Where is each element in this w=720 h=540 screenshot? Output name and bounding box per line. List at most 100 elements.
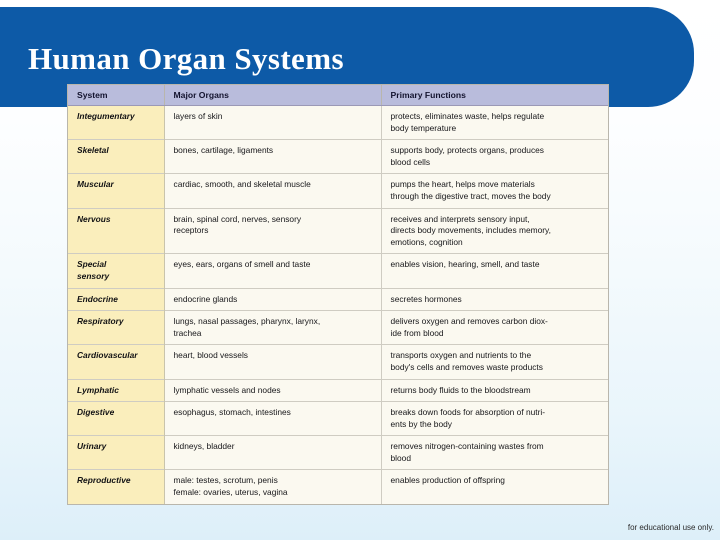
column-header-organs: Major Organs xyxy=(164,85,382,106)
table-row: Endocrine endocrine glands secretes hormon… xyxy=(68,287,608,311)
cell-major-organs: heart, blood vessels xyxy=(164,344,382,379)
column-header-functions: Primary Functions xyxy=(381,85,608,106)
cell-system: Skeletal xyxy=(68,139,165,174)
cell-line: body's cells and removes waste products xyxy=(390,361,543,372)
cell-line: female: ovaries, uterus, vagina xyxy=(173,487,288,498)
cell-line: delivers oxygen and removes carbon diox- xyxy=(390,316,548,327)
cell-major-organs: endocrine glands xyxy=(164,287,382,311)
cell-primary-functions: enables production of offspring xyxy=(381,469,608,504)
cell-primary-functions: receives and interprets sensory input,di… xyxy=(381,207,608,254)
cell-line: supports body, protects organs, produces xyxy=(390,145,544,156)
table-row: Urinary kidneys, bladder removes nitrogen-… xyxy=(68,435,608,470)
cell-line: endocrine glands xyxy=(173,293,238,304)
cell-line: cardiac, smooth, and skeletal muscle xyxy=(173,179,311,190)
cell-line: directs body movements, includes memory, xyxy=(390,225,551,236)
table-row: Digestive esophagus, stomach, intestines b… xyxy=(68,401,608,436)
cell-line: trachea xyxy=(173,327,202,338)
cell-system: Reproductive xyxy=(68,469,165,504)
cell-system: Integumentary xyxy=(68,104,165,140)
cell-system: Cardiovascular xyxy=(68,344,165,379)
cell-line: layers of skin xyxy=(173,111,223,121)
table-header: System Major Organs Primary Functions xyxy=(68,85,608,106)
cell-line: bones, cartilage, ligaments xyxy=(173,145,274,156)
cell-system: Urinary xyxy=(68,435,165,470)
table-row: Integumentary layers of skin protects, eli… xyxy=(68,104,608,140)
cell-line: Integumentary xyxy=(77,111,135,121)
cell-major-organs: lymphatic vessels and nodes xyxy=(164,378,382,402)
table-header-row: System Major Organs Primary Functions xyxy=(68,85,608,106)
cell-line: eyes, ears, organs of smell and taste xyxy=(173,259,311,270)
cell-major-organs: eyes, ears, organs of smell and taste xyxy=(164,253,382,289)
table-row: Skeletal bones, cartilage, ligaments suppo… xyxy=(68,139,608,174)
cell-line: lungs, nasal passages, pharynx, larynx, xyxy=(173,316,321,327)
cell-line: kidneys, bladder xyxy=(173,441,235,452)
column-header-system: System xyxy=(68,85,165,106)
cell-line: Urinary xyxy=(77,441,107,452)
table-body: Integumentary layers of skin protects, eli… xyxy=(68,104,608,504)
table-row: Lymphatic lymphatic vessels and nodes retu… xyxy=(68,378,608,402)
page-title: Human Organ Systems xyxy=(28,41,344,76)
footer-note: for educational use only. xyxy=(627,523,714,532)
cell-line: body temperature xyxy=(390,122,457,133)
cell-line: ide from blood xyxy=(390,327,444,338)
cell-line: heart, blood vessels xyxy=(173,350,249,361)
cell-primary-functions: supports body, protects organs, produces… xyxy=(381,139,608,174)
cell-line: male: testes, scrotum, penis xyxy=(173,475,278,486)
cell-system: Endocrine xyxy=(68,287,165,311)
cell-system: Respiratory xyxy=(68,310,165,345)
cell-line: Digestive xyxy=(77,407,115,418)
cell-line: blood cells xyxy=(390,156,431,167)
cell-line: enables production of offspring xyxy=(390,475,505,486)
cell-line: esophagus, stomach, intestines xyxy=(173,407,291,418)
cell-primary-functions: delivers oxygen and removes carbon diox-… xyxy=(381,310,608,345)
cell-major-organs: esophagus, stomach, intestines xyxy=(164,401,382,436)
cell-line: secretes hormones xyxy=(390,293,462,304)
cell-system: Lymphatic xyxy=(68,378,165,402)
cell-line: Skeletal xyxy=(77,145,109,156)
cell-major-organs: cardiac, smooth, and skeletal muscle xyxy=(164,173,382,209)
cell-line: sensory xyxy=(77,270,110,281)
cell-major-organs: kidneys, bladder xyxy=(164,435,382,470)
cell-line: protects, eliminates waste, helps regula… xyxy=(390,111,545,121)
cell-line: breaks down foods for absorption of nutr… xyxy=(390,407,546,418)
cell-system: Nervous xyxy=(68,207,165,254)
cell-line: lymphatic vessels and nodes xyxy=(173,384,281,395)
cell-line: Nervous xyxy=(77,213,111,224)
cell-system: Digestive xyxy=(68,401,165,436)
cell-line: Reproductive xyxy=(77,475,131,486)
cell-primary-functions: enables vision, hearing, smell, and tast… xyxy=(381,253,608,289)
cell-system: Muscular xyxy=(68,173,165,209)
cell-line: blood xyxy=(390,452,412,463)
cell-line: receptors xyxy=(173,225,209,236)
cell-line: Respiratory xyxy=(77,316,124,327)
table-row: Nervous brain, spinal cord, nerves, senso… xyxy=(68,207,608,254)
cell-line: Special xyxy=(77,259,107,270)
cell-line: returns body fluids to the bloodstream xyxy=(390,384,531,395)
cell-major-organs: layers of skin xyxy=(164,104,382,140)
cell-line: Lymphatic xyxy=(77,384,119,395)
cell-line: enables vision, hearing, smell, and tast… xyxy=(390,259,540,270)
cell-line: ents by the body xyxy=(390,418,452,429)
cell-primary-functions: returns body fluids to the bloodstream xyxy=(381,378,608,402)
cell-line: through the digestive tract, moves the b… xyxy=(390,190,551,201)
cell-primary-functions: protects, eliminates waste, helps regula… xyxy=(381,104,608,140)
cell-primary-functions: breaks down foods for absorption of nutr… xyxy=(381,401,608,436)
cell-major-organs: bones, cartilage, ligaments xyxy=(164,139,382,174)
cell-line: Endocrine xyxy=(77,293,118,304)
cell-line: transports oxygen and nutrients to the xyxy=(390,350,532,361)
organ-systems-table: System Major Organs Primary Functions In… xyxy=(68,85,608,504)
table-row: Muscular cardiac, smooth, and skeletal mu… xyxy=(68,173,608,209)
table-row: Respiratory lungs, nasal passages, pharyn… xyxy=(68,310,608,345)
cell-line: brain, spinal cord, nerves, sensory xyxy=(173,213,302,224)
cell-major-organs: lungs, nasal passages, pharynx, larynx,t… xyxy=(164,310,382,345)
cell-line: removes nitrogen-containing wastes from xyxy=(390,441,544,452)
cell-line: receives and interprets sensory input, xyxy=(390,213,530,224)
table-row: Cardiovascular heart, blood vessels transp… xyxy=(68,344,608,379)
